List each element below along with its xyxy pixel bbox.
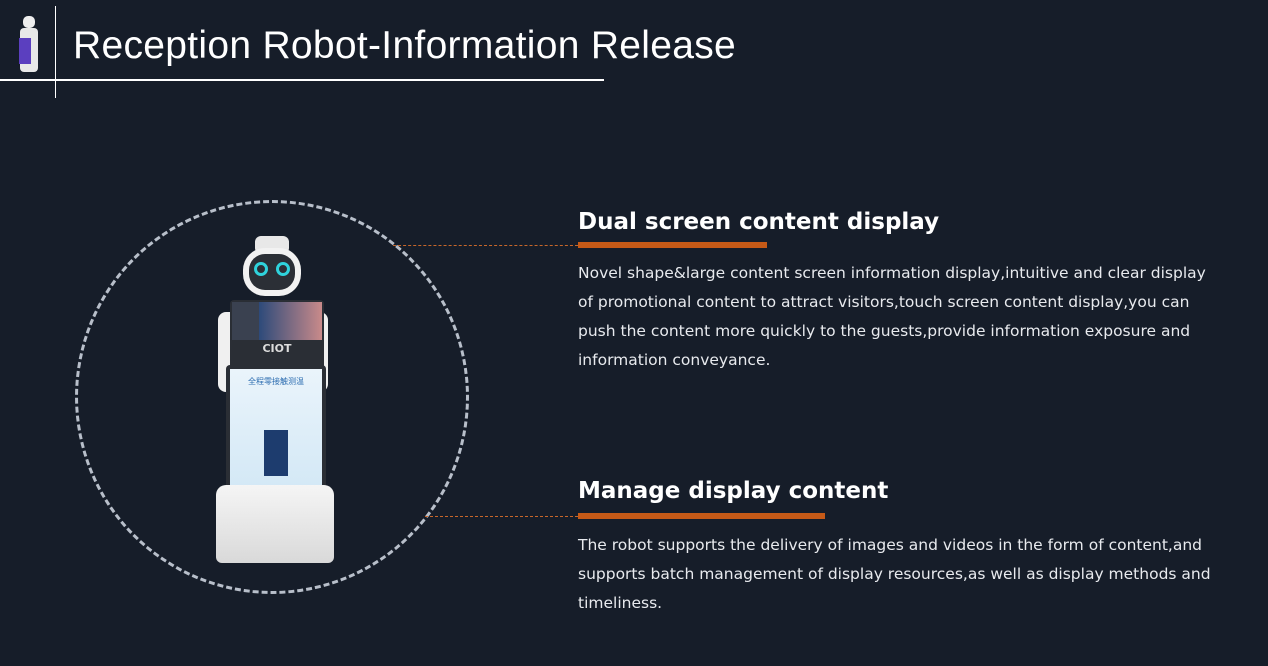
page-title: Reception Robot-Information Release xyxy=(73,24,737,67)
header-divider-vertical xyxy=(55,6,56,98)
dashed-circle xyxy=(75,200,469,594)
robot-logo-text: CIOT xyxy=(262,342,292,355)
feature-body-1: Novel shape&large content screen informa… xyxy=(578,264,1206,369)
accent-bar-2 xyxy=(578,513,825,519)
robot-image: CIOT 全程零接触测温 xyxy=(210,230,340,570)
feature-heading-1: Dual screen content display xyxy=(578,209,940,235)
connector-line-1 xyxy=(393,245,578,246)
robot-logo-icon xyxy=(16,16,42,76)
feature-body-2: The robot supports the delivery of image… xyxy=(578,536,1211,612)
connector-line-2 xyxy=(425,516,578,517)
feature-heading-2: Manage display content xyxy=(578,478,889,504)
header-underline xyxy=(0,79,604,81)
accent-bar-1 xyxy=(578,242,767,248)
robot-screen-text: 全程零接触测温 xyxy=(248,377,304,386)
